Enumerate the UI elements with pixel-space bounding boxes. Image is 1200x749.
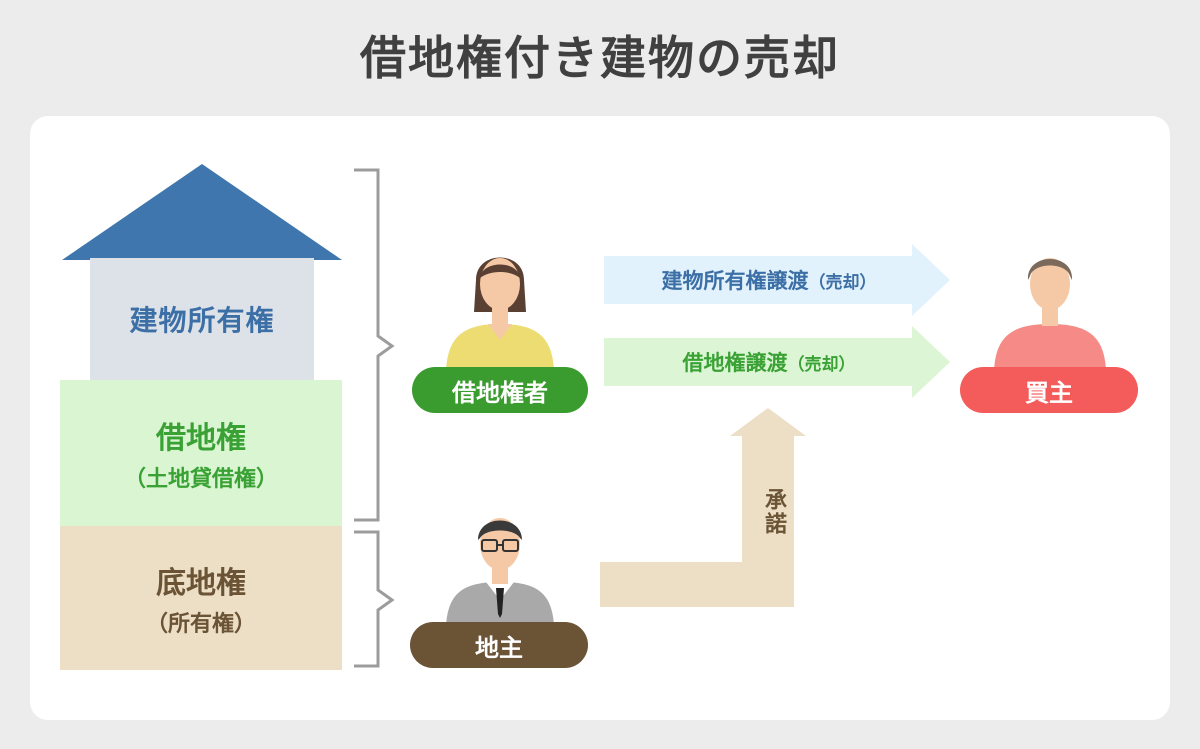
page-title: 借地権付き建物の売却 xyxy=(360,31,840,85)
base-right-band: 底地権 （所有権） xyxy=(60,526,342,670)
lower-bracket xyxy=(354,530,395,668)
base-right-label: 底地権 xyxy=(156,566,246,601)
bracket-lines xyxy=(354,168,395,668)
leasehold-band: 借地権 （土地貸借権） xyxy=(60,380,342,526)
consent-label: 承諾 xyxy=(761,488,786,536)
building-ownership-label: 建物所有権 xyxy=(129,304,275,337)
upper-bracket xyxy=(354,168,395,522)
landowner-icon xyxy=(446,518,554,626)
base-right-sublabel: （所有権） xyxy=(145,612,256,637)
consent-arrow xyxy=(600,408,806,607)
building-ownership-block: 建物所有権 xyxy=(90,258,314,380)
building-transfer-arrow xyxy=(604,244,950,316)
landowner-badge: 地主 xyxy=(410,622,588,668)
building-transfer-text: 建物所有権譲渡（売却） xyxy=(610,256,928,304)
leasehold-label: 借地権 xyxy=(156,421,246,456)
building-transfer-note: （売却） xyxy=(808,272,877,293)
transfer-arrows xyxy=(600,244,950,607)
lease-transfer-text: 借地権譲渡（売却） xyxy=(610,338,928,386)
leaseholder-icon xyxy=(446,257,554,370)
building-transfer-label: 建物所有権譲渡 xyxy=(661,269,809,293)
leaseholder-badge: 借地権者 xyxy=(412,367,588,413)
house-roof xyxy=(62,164,342,260)
buyer-badge: 買主 xyxy=(960,367,1138,413)
buyer-icon xyxy=(994,258,1106,370)
lease-transfer-arrow xyxy=(604,326,950,398)
leasehold-sublabel: （土地貸借権） xyxy=(123,467,278,492)
lease-transfer-label: 借地権譲渡 xyxy=(682,351,788,375)
lease-transfer-note: （売却） xyxy=(787,354,856,375)
